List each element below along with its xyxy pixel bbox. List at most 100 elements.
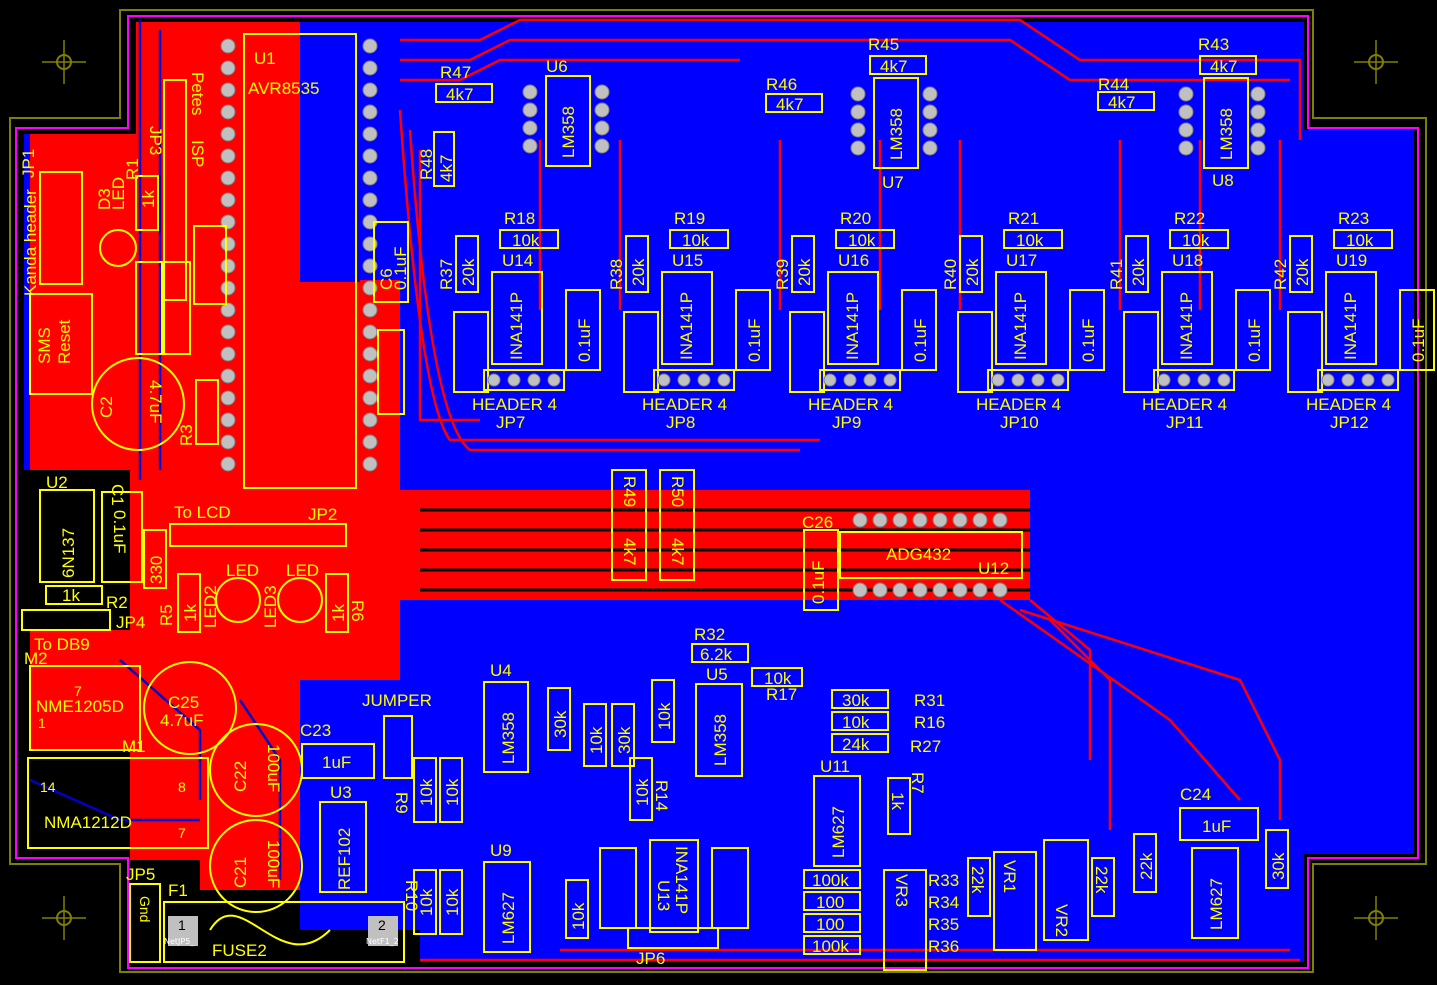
header-pin [657,373,671,387]
ina-value: INA141P [1341,292,1360,360]
u4-label: U4 [490,661,512,680]
r11-value: 10k [443,888,462,916]
u1-pin [362,324,378,340]
opamp-pin [1178,140,1194,156]
jp2-label: JP2 [308,505,337,524]
header-pin [823,373,837,387]
r-30k-b-body [611,703,635,767]
u9-label: U9 [490,841,512,860]
u1-pin [220,302,236,318]
cap-value: 0.1uF [745,319,764,362]
opamp-pin [850,104,866,120]
c-u13-b-body [711,847,749,929]
r50-value: 4k7 [668,538,687,565]
r46-label: R46 [766,75,797,94]
jp1-outline [39,171,83,285]
opamp-pin [850,140,866,156]
u3-value: REF102 [335,828,354,890]
r2-value: 1k [62,586,80,605]
r10-value: 10k [417,888,436,916]
r-30k-a-value: 30k [551,710,570,738]
r47-value: 4k7 [446,85,473,104]
r35-body [803,913,861,933]
opamp-pin [594,120,610,136]
header-label: HEADER 4 [642,395,727,414]
opamp-pin [594,84,610,100]
led-label: LED [109,177,128,210]
f1-pad-2 [368,916,398,946]
r48-body [433,131,455,187]
ina-label: U17 [1006,251,1037,270]
u1-pin [362,368,378,384]
r50-label: R50 [668,476,687,507]
u1-pin [220,60,236,76]
u13-value: INA141P [672,846,691,914]
channel-resistor-value: 10k [1346,231,1374,250]
u1-pin [220,280,236,296]
u1-pin [362,170,378,186]
c-u13-body [599,847,637,929]
channel-resistor-body [1169,229,1229,249]
gain-resistor-value: 20k [629,258,648,286]
r3-body [195,379,219,445]
header-pin [717,373,731,387]
cap-right [1069,289,1105,371]
c24-value: 1uF [1202,817,1231,836]
gain-resistor-label: R39 [773,259,792,290]
cap-value: 0.1uF [1079,319,1098,362]
r16-body [831,711,889,731]
header-pin [697,373,711,387]
r15-value: 10k [655,702,674,730]
net-jp5-label: NetJP5_ [164,937,195,946]
l1-body [377,329,405,415]
channel-resistor-value: 10k [512,231,540,250]
gain-resistor-value: 20k [963,258,982,286]
jp-label: JP10 [1000,413,1039,432]
channel-resistor-value: 10k [1182,231,1210,250]
kanda-header-label: Kanda header [21,189,40,296]
r16-label: R16 [914,713,945,732]
cap-left [623,311,659,393]
led2-body [215,577,261,623]
u8-outline [1203,77,1249,169]
header-pin [677,373,691,387]
f1-value: FUSE2 [212,941,267,960]
u7-outline [873,77,919,169]
channel-resistor-label: R18 [504,209,535,228]
jp13-body [383,715,413,779]
r5-value: 1k [181,604,200,622]
r31-label: R31 [914,691,945,710]
r26-body [967,857,991,917]
header-pin [1361,373,1375,387]
u13-outline [649,839,699,933]
header-label: HEADER 4 [1306,395,1391,414]
gain-resistor-body [791,235,815,293]
jp5-label: JP5 [126,865,155,884]
r30-body [1265,829,1289,889]
u1-pin [362,82,378,98]
opamp-pin [850,122,866,138]
header-label: HEADER 4 [1142,395,1227,414]
ina-label: U18 [1172,251,1203,270]
m1-pin14: 14 [40,779,56,795]
u1-label: U1 [254,49,276,68]
r31-value: 30k [842,691,870,710]
r5-body [177,573,201,633]
f1-pad-1 [168,916,198,946]
u1-pin [362,38,378,54]
u12-value: ADG432 [886,545,951,564]
gnd-label: Gnd [137,896,153,922]
header-pin [507,373,521,387]
opamp-pin [1250,140,1266,156]
opamp-pin [594,138,610,154]
u1-pin [362,390,378,406]
c21-value: 100uF [264,840,283,888]
u6-label: U6 [546,57,568,76]
led3-body [277,577,323,623]
c24-body [1179,807,1259,841]
gain-resistor-label: R42 [1271,259,1290,290]
header-pin [1031,373,1045,387]
cap-left [1287,311,1323,393]
c24-label: C24 [1180,785,1211,804]
cap-right [1399,289,1435,371]
